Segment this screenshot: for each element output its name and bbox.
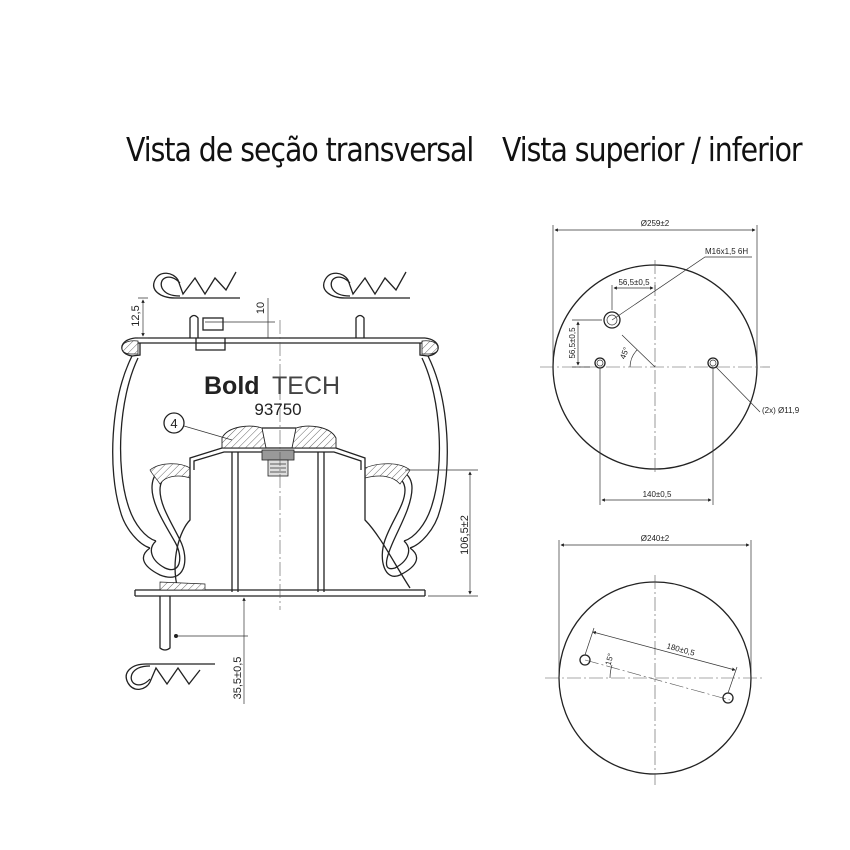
bellow: [112, 355, 448, 578]
callout-4: 4: [163, 412, 233, 441]
top-right-stud: [355, 314, 365, 338]
bottom-clip: [125, 663, 215, 690]
dim-top-clip: 12,5: [130, 297, 148, 339]
piston: [174, 425, 411, 592]
dim-top-plate: 10: [205, 298, 275, 338]
dim-106-5-label: 106,5±2: [459, 515, 471, 555]
dim-10-label: 10: [255, 302, 267, 314]
bottom-view: Ø240±2 180±0,5 15°: [545, 534, 765, 785]
dim-bottom-height: 106,5±2: [405, 469, 478, 597]
horizontal-offset-label: 56,5±0,5: [618, 278, 650, 287]
part-number: 93750: [254, 400, 301, 419]
angle-15-label: 15°: [604, 652, 616, 666]
section-view: 12,5 10 106,5±2 35,5±0,5 Bold TECH 93750…: [112, 271, 478, 704]
brand-bold: Bold: [204, 372, 260, 400]
hole-spec-label: (2x) Ø11,9: [762, 406, 800, 415]
top-bottom-view-title: Vista superior / inferior: [502, 130, 803, 169]
stud-spacing-label: 140±0,5: [643, 490, 672, 499]
top-left-clip: [153, 271, 240, 299]
top-diameter-label: Ø259±2: [641, 219, 670, 228]
section-view-title: Vista de seção transversal: [126, 130, 474, 169]
top-stud-right: [707, 357, 719, 369]
top-stud-left: [594, 357, 606, 369]
bottom-stud-right: [722, 692, 734, 704]
callout-number: 4: [170, 416, 177, 431]
dim-bottom-stud: 35,5±0,5: [178, 597, 248, 704]
angle-45-label: 45°: [618, 346, 631, 360]
top-right-clip: [323, 271, 410, 299]
bottom-view-stud-axis: [584, 659, 731, 701]
dim-35-5-label: 35,5±0,5: [232, 657, 244, 700]
top-left-stud: [189, 314, 226, 351]
vertical-offset-label: 56,5±0,5: [568, 327, 577, 359]
bottom-diameter-label: Ø240±2: [641, 534, 670, 543]
dim-12-5-label: 12,5: [130, 305, 142, 326]
top-view: Ø259±2 M16x1,5 6H 56,5±0,5 56,5±0,5 45° …: [540, 219, 800, 505]
thread-label: M16x1,5 6H: [705, 247, 748, 256]
brand-light: TECH: [272, 372, 340, 400]
threaded-port: [603, 311, 621, 329]
